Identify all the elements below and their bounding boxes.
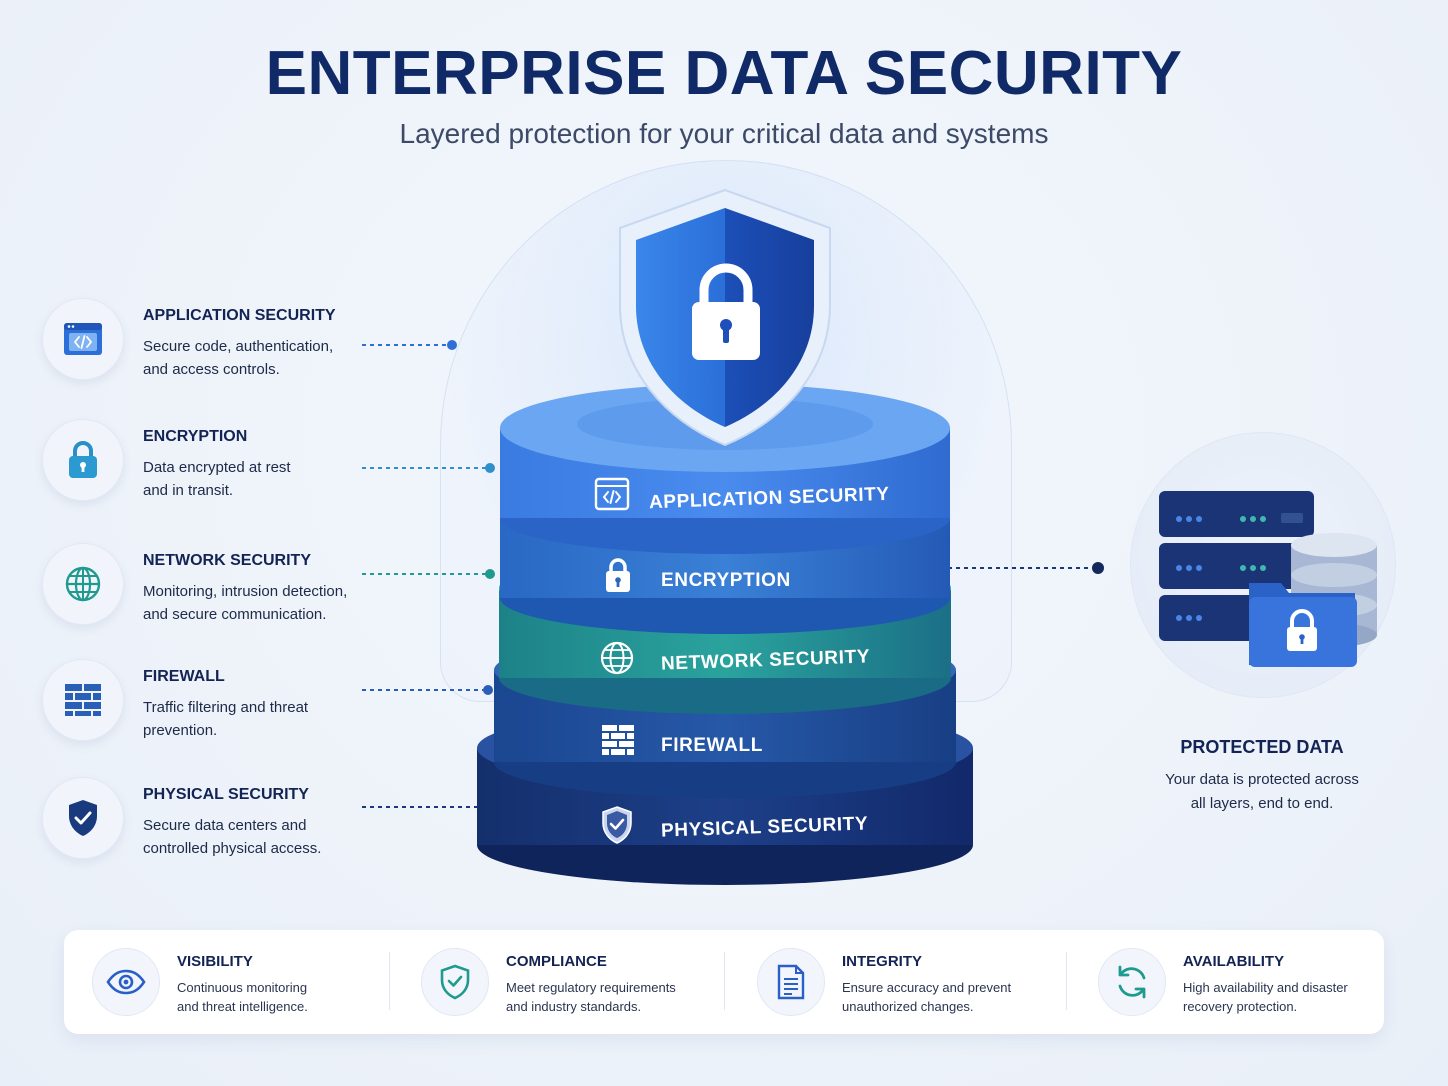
desc-line: Traffic filtering and threat <box>143 699 309 716</box>
lock-icon <box>603 556 633 599</box>
left-item-title: APPLICATION SECURITY <box>143 307 336 324</box>
pillar-desc: Continuous monitoring and threat intellig… <box>177 978 377 1016</box>
shield-check-icon <box>42 777 124 859</box>
eye-icon <box>92 948 160 1016</box>
protected-data-title: PROTECTED DATA <box>1180 737 1344 757</box>
pillar-title: VISIBILITY <box>177 953 253 970</box>
layer-label-encryption: ENCRYPTION <box>661 570 791 591</box>
refresh-icon <box>1098 948 1166 1016</box>
page-title: ENTERPRISE DATA SECURITY <box>265 39 1183 108</box>
connector-dot <box>483 685 493 695</box>
desc-line: recovery protection. <box>1183 999 1298 1014</box>
code-window-icon <box>594 477 630 516</box>
desc-line: Monitoring, intrusion detection, <box>143 583 348 600</box>
pillar-title: INTEGRITY <box>842 953 923 970</box>
left-item-desc: Monitoring, intrusion detection, and secu… <box>143 580 373 626</box>
globe-icon <box>599 640 635 681</box>
desc-line: Ensure accuracy and prevent <box>842 980 1012 995</box>
brick-wall-icon <box>601 724 635 763</box>
desc-line: controlled physical access. <box>143 840 322 857</box>
divider <box>724 952 725 1010</box>
desc-line: Your data is protected across <box>1165 771 1359 788</box>
divider <box>1066 952 1067 1010</box>
desc-line: and industry standards. <box>506 999 642 1014</box>
lock-icon <box>42 419 124 501</box>
brick-wall-icon <box>42 659 124 741</box>
desc-line: prevention. <box>143 722 218 739</box>
desc-line: and access controls. <box>143 361 280 378</box>
connector-dot <box>1092 562 1104 574</box>
secure-folder-icon <box>1249 583 1357 667</box>
desc-line: Meet regulatory requirements <box>506 980 676 995</box>
pillar-title: COMPLIANCE <box>506 953 607 970</box>
left-item-desc: Traffic filtering and threat prevention. <box>143 696 373 742</box>
left-item-physical-security: PHYSICAL SECURITY Secure data centers an… <box>42 777 402 867</box>
left-item-desc: Data encrypted at rest and in transit. <box>143 456 373 502</box>
pillar-title: AVAILABILITY <box>1183 953 1285 970</box>
connector-dot <box>447 340 457 350</box>
left-item-encryption: ENCRYPTION Data encrypted at rest and in … <box>42 419 402 509</box>
desc-line: Data encrypted at rest <box>143 459 291 476</box>
shield-check-icon <box>600 805 634 850</box>
layer-label-firewall: FIREWALL <box>661 735 763 756</box>
pillar-desc: Meet regulatory requirements and industry… <box>506 978 706 1016</box>
protected-data-desc: Your data is protected across all layers,… <box>1130 768 1394 816</box>
left-item-title: NETWORK SECURITY <box>143 552 311 569</box>
left-item-network-security: NETWORK SECURITY Monitoring, intrusion d… <box>42 543 402 633</box>
shield-check-icon <box>421 948 489 1016</box>
left-item-title: PHYSICAL SECURITY <box>143 786 309 803</box>
document-icon <box>757 948 825 1016</box>
desc-line: Secure data centers and <box>143 817 307 834</box>
protected-data-illustration <box>1130 432 1396 698</box>
desc-line: and in transit. <box>143 482 234 499</box>
left-item-title: FIREWALL <box>143 668 225 685</box>
desc-line: Secure code, authentication, <box>143 338 334 355</box>
left-item-application-security: APPLICATION SECURITY Secure code, authen… <box>42 298 402 388</box>
shield-lock-icon <box>692 263 760 360</box>
left-item-firewall: FIREWALL Traffic filtering and threat pre… <box>42 659 402 749</box>
desc-line: and secure communication. <box>143 606 327 623</box>
left-item-desc: Secure data centers and controlled physic… <box>143 814 373 860</box>
pillar-desc: Ensure accuracy and prevent unauthorized … <box>842 978 1042 1016</box>
globe-icon <box>42 543 124 625</box>
pillars-bar: VISIBILITY Continuous monitoring and thre… <box>64 930 1384 1034</box>
left-item-desc: Secure code, authentication, and access c… <box>143 335 373 381</box>
left-item-title: ENCRYPTION <box>143 428 248 445</box>
desc-line: and threat intelligence. <box>177 999 308 1014</box>
desc-line: High availability and disaster <box>1183 980 1348 995</box>
code-window-icon <box>42 298 124 380</box>
server-rack-icon <box>1159 491 1314 641</box>
desc-line: Continuous monitoring <box>177 980 308 995</box>
pillar-desc: High availability and disaster recovery p… <box>1183 978 1383 1016</box>
connector-dot <box>485 463 495 473</box>
page-subtitle: Layered protection for your critical dat… <box>399 118 1049 149</box>
desc-line: all layers, end to end. <box>1190 795 1334 812</box>
connector-dot <box>485 569 495 579</box>
desc-line: unauthorized changes. <box>842 999 974 1014</box>
divider <box>389 952 390 1010</box>
